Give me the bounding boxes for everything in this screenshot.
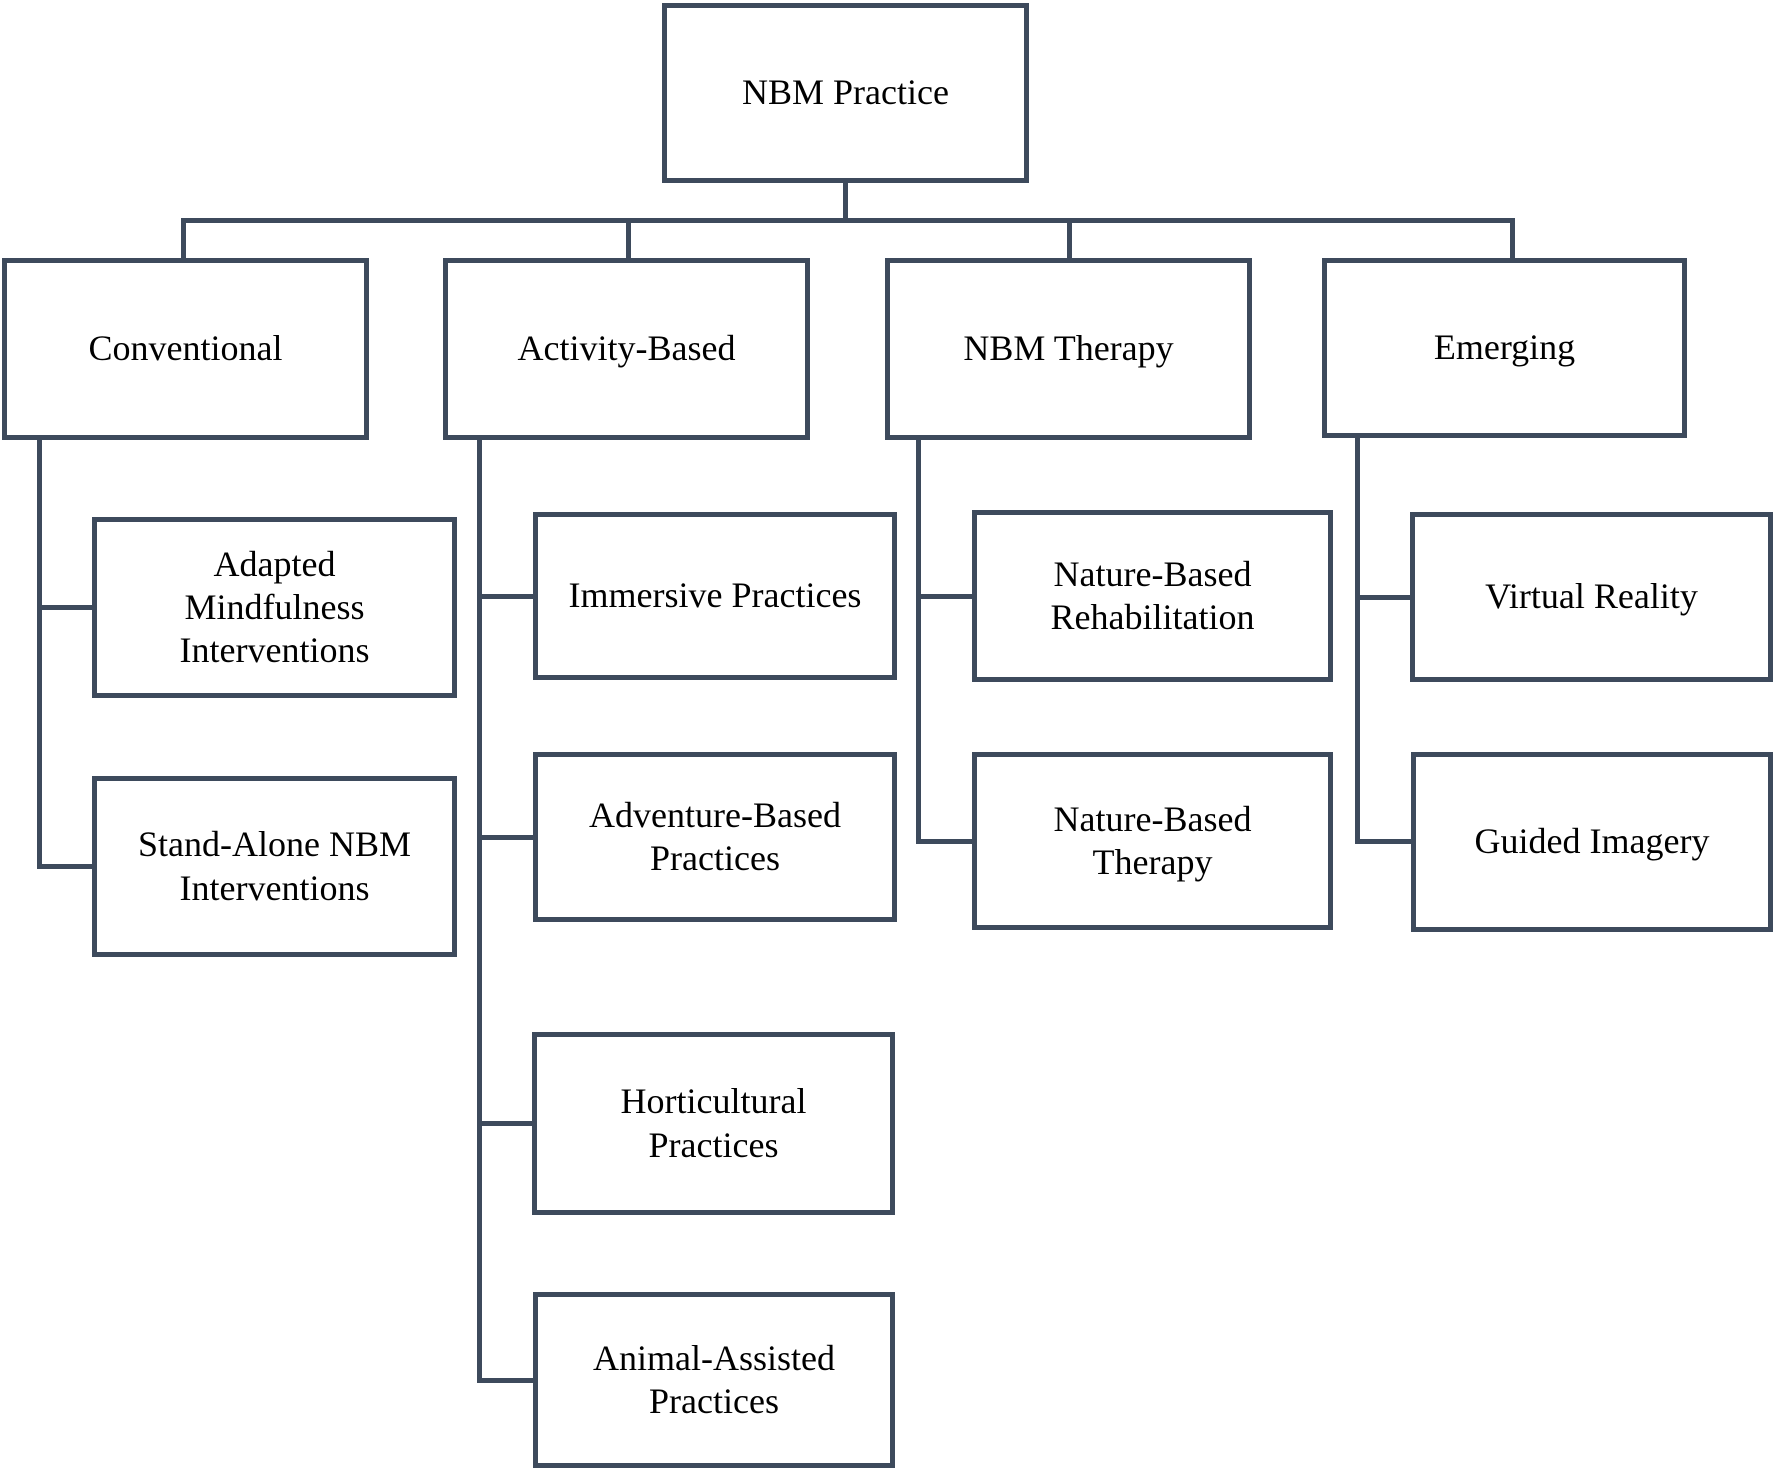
node-emerging: Emerging [1322,258,1687,438]
node-guided-imagery: Guided Imagery [1411,752,1773,932]
connector-stub-nature-therapy [916,839,975,844]
node-virtual-reality: Virtual Reality [1410,512,1773,682]
node-nbm-practice-label: NBM Practice [742,72,949,113]
node-adapted-mindfulness-interventions-label: Adapted Mindfulness Interventions [179,543,370,671]
connector-stub-rehabilitation [916,594,975,599]
connector-root-stem [843,181,848,223]
connector-stub-adapted-mindfulness [37,605,95,610]
node-nbm-practice: NBM Practice [662,3,1029,183]
node-stand-alone-nbm-interventions: Stand-Alone NBM Interventions [92,776,457,957]
node-emerging-label: Emerging [1433,327,1576,368]
connector-stub-horticultural [477,1121,536,1126]
connector-drop-emerging [1510,221,1515,261]
connector-drop-nbm-therapy [1067,221,1072,261]
node-stand-alone-nbm-interventions-label: Stand-Alone NBM Interventions [138,824,411,908]
node-horticultural-practices: Horticultural Practices [532,1032,895,1215]
connector-spine-nbm-therapy [916,438,921,844]
connector-spine-emerging [1355,438,1360,844]
node-animal-assisted-practices: Animal-Assisted Practices [533,1292,895,1468]
node-guided-imagery-label: Guided Imagery [1474,821,1710,862]
node-nature-based-rehabilitation: Nature-Based Rehabilitation [972,510,1333,682]
node-conventional: Conventional [2,258,369,440]
connector-spine-activity-based [477,438,482,1383]
connector-stub-guided-imagery [1355,839,1413,844]
node-adventure-based-practices: Adventure-Based Practices [533,752,897,922]
node-horticultural-practices-label: Horticultural Practices [620,1081,807,1165]
node-conventional-label: Conventional [88,328,283,369]
node-activity-based-label: Activity-Based [517,328,736,369]
node-activity-based: Activity-Based [443,258,810,440]
node-animal-assisted-practices-label: Animal-Assisted Practices [593,1337,835,1421]
connector-stub-animal-assisted [477,1378,536,1383]
node-nbm-therapy-label: NBM Therapy [963,328,1174,369]
connector-stub-stand-alone [37,864,95,869]
connector-spine-conventional [37,438,42,869]
node-adventure-based-practices-label: Adventure-Based Practices [589,794,841,878]
node-virtual-reality-label: Virtual Reality [1485,576,1698,617]
node-immersive-practices-label: Immersive Practices [568,575,862,616]
connector-branch-bus [181,218,1515,223]
connector-stub-adventure [477,835,536,840]
node-nbm-therapy: NBM Therapy [885,258,1252,440]
node-nature-based-therapy-label: Nature-Based Therapy [1053,798,1252,882]
node-adapted-mindfulness-interventions: Adapted Mindfulness Interventions [92,517,457,698]
connector-drop-conventional [181,221,186,261]
node-nature-based-therapy: Nature-Based Therapy [972,752,1333,930]
connector-stub-immersive [477,594,536,599]
node-nature-based-rehabilitation-label: Nature-Based Rehabilitation [1050,553,1255,637]
node-immersive-practices: Immersive Practices [533,512,897,680]
connector-stub-virtual-reality [1355,595,1413,600]
connector-drop-activity-based [626,221,631,261]
